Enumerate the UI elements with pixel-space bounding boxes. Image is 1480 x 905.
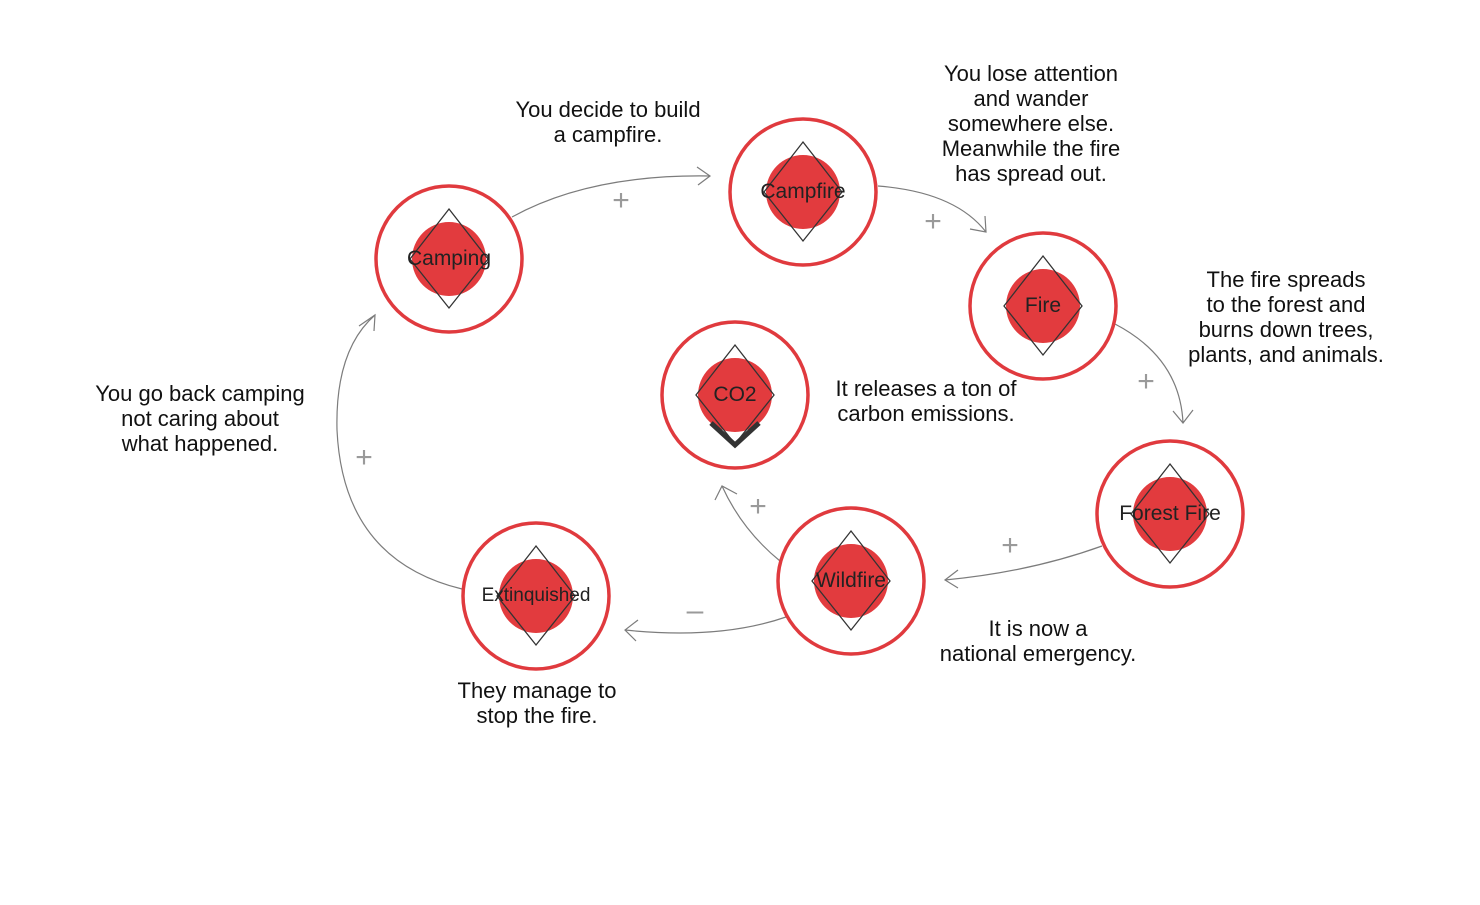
link-wildfire-extinguished [624,616,787,634]
link-camping-campfire [511,175,711,218]
link-fire-forestfire [1114,323,1184,424]
note-back-camping: You go back camping not caring about wha… [95,381,305,456]
node-extinguished[interactable]: Extinquished [461,521,611,671]
node-label: Forest Fire [1119,502,1221,525]
node-wildfire[interactable]: Wildfire [776,506,926,656]
arrowhead-icon [714,485,738,501]
arrowhead-icon [969,215,987,233]
link-forestfire-wildfire [944,545,1103,581]
polarity-plus: + [1001,529,1019,562]
note-emergency: It is now a national emergency. [939,616,1137,666]
note-fire-spreads: The fire spreads to the forest and burns… [1188,267,1384,367]
node-label: CO2 [713,383,757,406]
node-label: Fire [1024,294,1062,317]
note-build-campfire: You decide to build a campfire. [515,97,701,147]
node-label: Campfire [760,180,846,203]
polarity-plus: + [924,205,942,238]
link-campfire-fire [877,185,987,233]
arrowhead-icon [943,569,959,589]
node-fire[interactable]: Fire [968,231,1118,381]
note-stop-fire: They manage to stop the fire. [457,678,617,728]
node-forest-fire[interactable]: Forest Fire [1095,439,1245,589]
node-camping[interactable]: Camping [374,184,524,334]
node-label: Camping [406,247,492,270]
arrowhead-icon [1172,409,1194,424]
link-wildfire-co2 [721,485,781,562]
polarity-plus: + [749,490,767,523]
arrowhead-icon [358,313,376,332]
polarity-plus: + [1137,365,1155,398]
polarity-minus: – [686,594,704,627]
node-label: Wildfire [815,569,886,592]
node-co2[interactable]: CO2 [660,320,810,470]
note-lose-attention: You lose attention and wander somewhere … [941,61,1121,186]
polarity-plus: + [355,441,373,474]
node-campfire[interactable]: Campfire [728,117,878,267]
polarity-plus: + [612,184,630,217]
arrowhead-icon [624,619,639,642]
arrowhead-icon [696,166,712,186]
note-emissions: It releases a ton of carbon emissions. [835,376,1017,426]
node-label: Extinquished [481,585,591,606]
link-extinguished-camping [336,314,463,590]
